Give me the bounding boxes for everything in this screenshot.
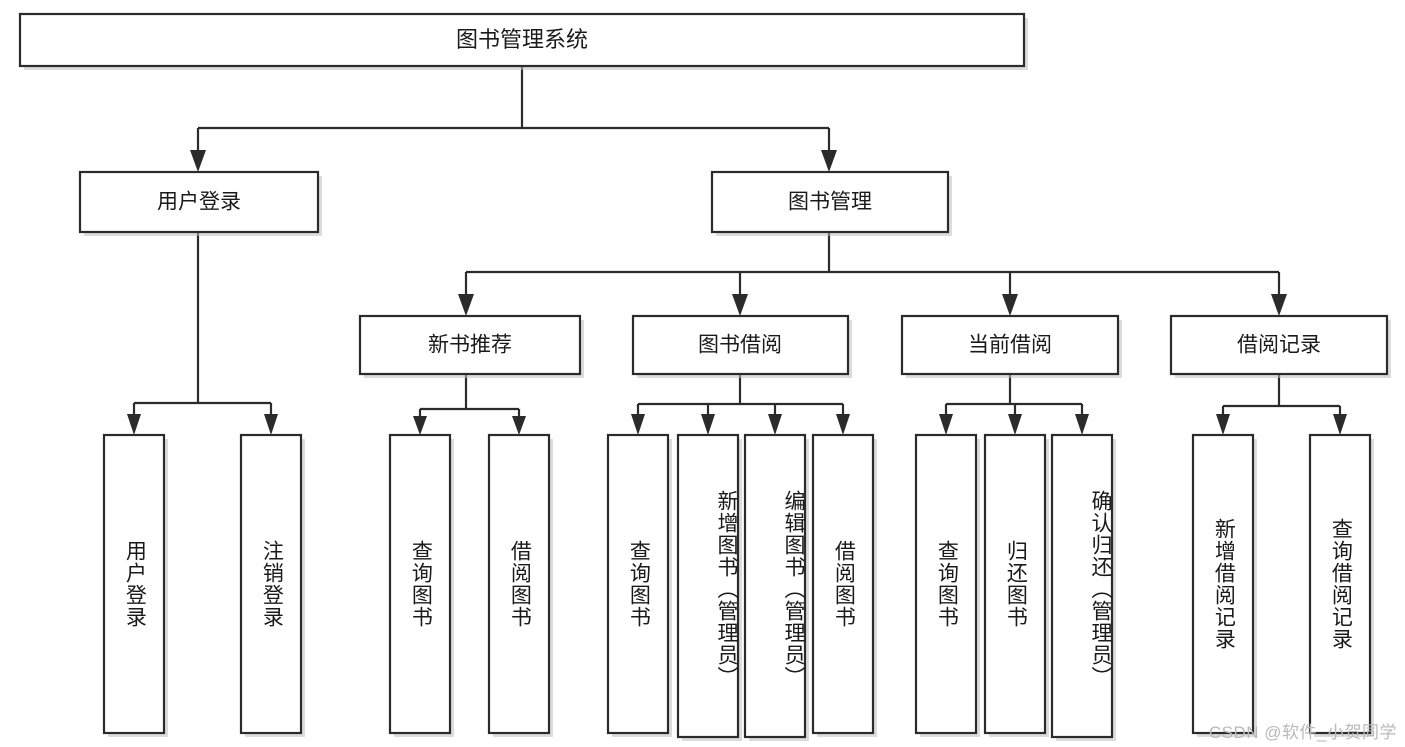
node-label-new-book-recommend: 新书推荐	[428, 334, 512, 357]
leaf-node-bb-query-book[interactable]	[606, 433, 672, 737]
node-label-borrow-record: 借阅记录	[1237, 334, 1321, 357]
node-book-management[interactable]: 图书管理	[710, 170, 952, 236]
arrowhead-leaf-logout	[264, 414, 278, 435]
leaf-box-cb-confirm-return[interactable]	[1050, 433, 1114, 739]
leaf-box-nbr-query-book[interactable]	[388, 433, 452, 735]
node-user-login[interactable]: 用户登录	[78, 170, 322, 236]
leaf-node-br-query-record[interactable]	[1308, 433, 1374, 737]
node-borrow-record[interactable]: 借阅记录	[1169, 314, 1391, 378]
node-label-current-borrow: 当前借阅	[968, 334, 1052, 357]
leaf-box-nbr-borrow-book[interactable]	[487, 433, 551, 735]
connector-group-user-login	[127, 232, 278, 435]
node-label-book-borrow: 图书借阅	[698, 334, 782, 357]
leaf-node-cb-query-book[interactable]	[914, 433, 980, 737]
leaf-node-cb-confirm-return[interactable]	[1050, 433, 1116, 741]
arrowhead-leaf-user-login	[127, 414, 141, 435]
arrowhead-book-borrow	[732, 294, 748, 316]
node-root[interactable]: 图书管理系统	[18, 12, 1028, 70]
node-box-root[interactable]	[18, 12, 1026, 68]
leaf-node-br-add-record[interactable]	[1191, 433, 1257, 737]
arrowhead-cb-confirm-return	[1075, 414, 1089, 435]
node-box-borrow-record[interactable]	[1169, 314, 1389, 376]
node-current-borrow[interactable]: 当前借阅	[900, 314, 1122, 378]
leaf-box-br-query-record[interactable]	[1308, 433, 1372, 735]
arrowhead-br-add-record	[1216, 414, 1230, 435]
leaf-node-cb-return-book[interactable]	[983, 433, 1049, 737]
arrowhead-new-book-rec	[458, 294, 474, 316]
arrowhead-nbr-borrow-book	[512, 416, 526, 435]
node-label-root: 图书管理系统	[456, 27, 588, 52]
connector-group-borrow-record	[1216, 374, 1347, 435]
leaf-node-bb-add-book[interactable]	[676, 433, 742, 741]
leaf-box-cb-query-book[interactable]	[914, 433, 978, 735]
leaf-box-bb-add-book[interactable]	[676, 433, 740, 739]
leaf-box-user-login[interactable]	[102, 433, 166, 735]
leaf-box-bb-edit-book[interactable]	[743, 433, 807, 739]
connector-group-new-book-rec	[413, 374, 526, 435]
leaf-node-bb-edit-book[interactable]	[743, 433, 809, 741]
arrowhead-bb-edit-book	[768, 414, 782, 435]
arrowhead-user-login	[190, 150, 206, 172]
leaf-box-cb-return-book[interactable]	[983, 433, 1047, 735]
node-book-borrow[interactable]: 图书借阅	[631, 314, 852, 378]
leaf-box-bb-query-book[interactable]	[606, 433, 670, 735]
arrowhead-bb-borrow-book	[836, 414, 850, 435]
connector-group-current-borrow	[939, 374, 1089, 435]
leaf-node-nbr-query-book[interactable]	[388, 433, 454, 737]
connector-group-root	[190, 66, 837, 172]
node-new-book-recommend[interactable]: 新书推荐	[358, 314, 584, 378]
arrowhead-borrow-record	[1271, 294, 1287, 316]
arrowhead-br-query-record	[1333, 414, 1347, 435]
arrowhead-cb-query-book	[939, 414, 953, 435]
node-label-user-login: 用户登录	[157, 191, 241, 214]
node-box-current-borrow[interactable]	[900, 314, 1120, 376]
arrowhead-nbr-query-book	[413, 416, 427, 435]
node-box-user-login[interactable]	[78, 170, 320, 234]
leaf-node-bb-borrow-book[interactable]	[811, 433, 877, 737]
leaf-box-bb-borrow-book[interactable]	[811, 433, 875, 735]
node-box-book-management[interactable]	[710, 170, 950, 234]
arrowhead-book-mgmt	[821, 150, 837, 172]
leaf-box-br-add-record[interactable]	[1191, 433, 1255, 735]
leaf-node-logout[interactable]	[239, 433, 305, 737]
leaf-box-logout[interactable]	[239, 433, 303, 735]
leaf-node-user-login[interactable]	[102, 433, 168, 737]
arrowhead-bb-add-book	[701, 414, 715, 435]
node-label-book-management: 图书管理	[788, 191, 872, 214]
connector-group-book-borrow	[631, 374, 850, 435]
arrowhead-bb-query-book	[631, 414, 645, 435]
node-box-new-book-recommend[interactable]	[358, 314, 582, 376]
node-box-book-borrow[interactable]	[631, 314, 850, 376]
arrowhead-current-borrow	[1002, 294, 1018, 316]
watermark-text: CSDN @软件_小贺同学	[1208, 723, 1397, 742]
leaf-node-nbr-borrow-book[interactable]	[487, 433, 553, 737]
connector-group-book-mgmt	[458, 232, 1287, 316]
arrowhead-cb-return-book	[1008, 414, 1022, 435]
